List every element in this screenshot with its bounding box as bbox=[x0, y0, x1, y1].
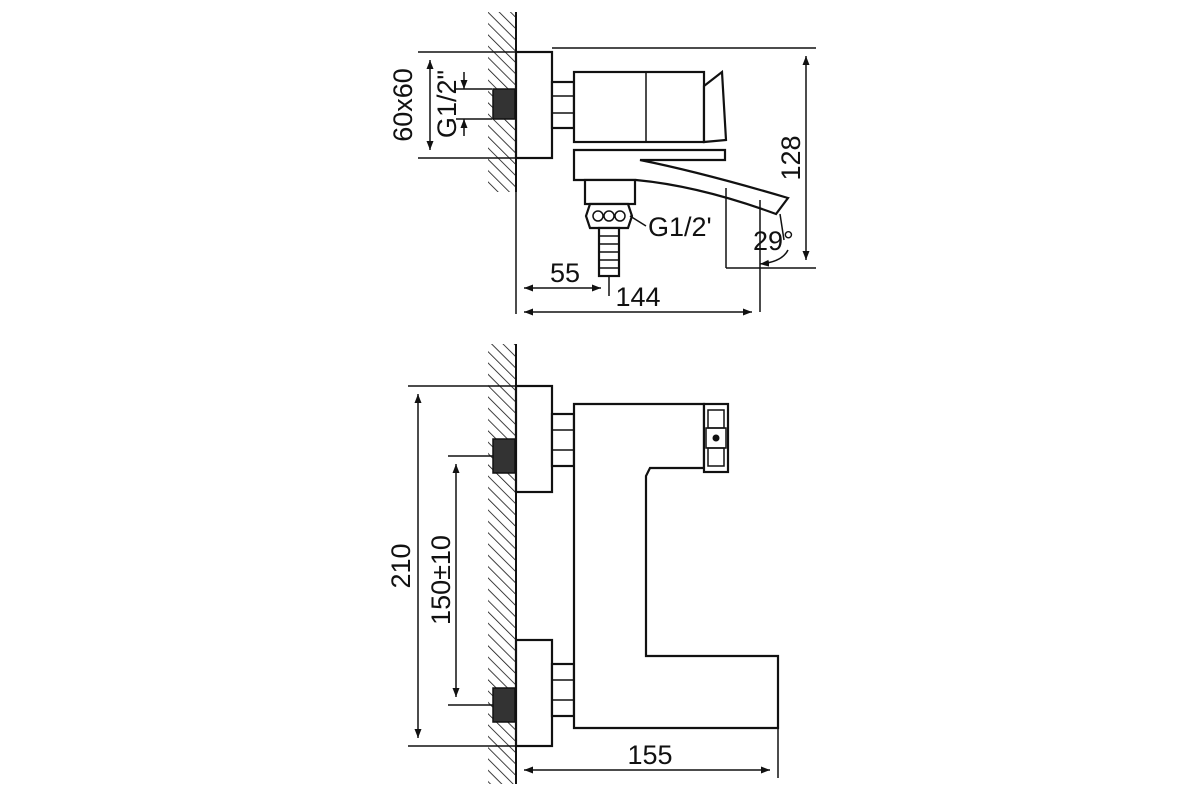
top-view: 60x60 G1/2" 128 29° G1/2' 55 144 bbox=[388, 12, 816, 316]
front-view: 210 150±10 155 bbox=[386, 344, 780, 784]
lower-nut bbox=[550, 662, 576, 718]
lever-top bbox=[702, 69, 728, 144]
diverter-block bbox=[583, 178, 637, 206]
wall-thread-label: G1/2" bbox=[432, 70, 462, 138]
angle-label: 29° bbox=[753, 226, 794, 256]
centers-label: 150±10 bbox=[426, 535, 456, 625]
outlet-nut bbox=[584, 202, 634, 230]
outlet-thread-label: G1/2' bbox=[648, 212, 712, 242]
height-label-front: 210 bbox=[386, 543, 416, 588]
upper-thread bbox=[492, 438, 516, 474]
mixer-body-top bbox=[572, 70, 706, 144]
height-label-top: 128 bbox=[776, 135, 806, 180]
offset-label: 55 bbox=[550, 258, 580, 288]
upper-nut bbox=[550, 412, 576, 468]
spout-top bbox=[572, 148, 790, 216]
nut-top bbox=[550, 80, 576, 130]
size-label: 60x60 bbox=[388, 68, 418, 142]
wall-thread-top bbox=[492, 88, 516, 120]
lower-flange bbox=[514, 638, 554, 748]
depth-label-top: 144 bbox=[615, 282, 660, 312]
depth-label-front: 155 bbox=[627, 740, 672, 770]
lower-thread bbox=[492, 687, 516, 723]
wall-flange-top bbox=[514, 50, 554, 160]
mixer-body-front bbox=[572, 402, 780, 730]
upper-flange bbox=[514, 384, 554, 494]
